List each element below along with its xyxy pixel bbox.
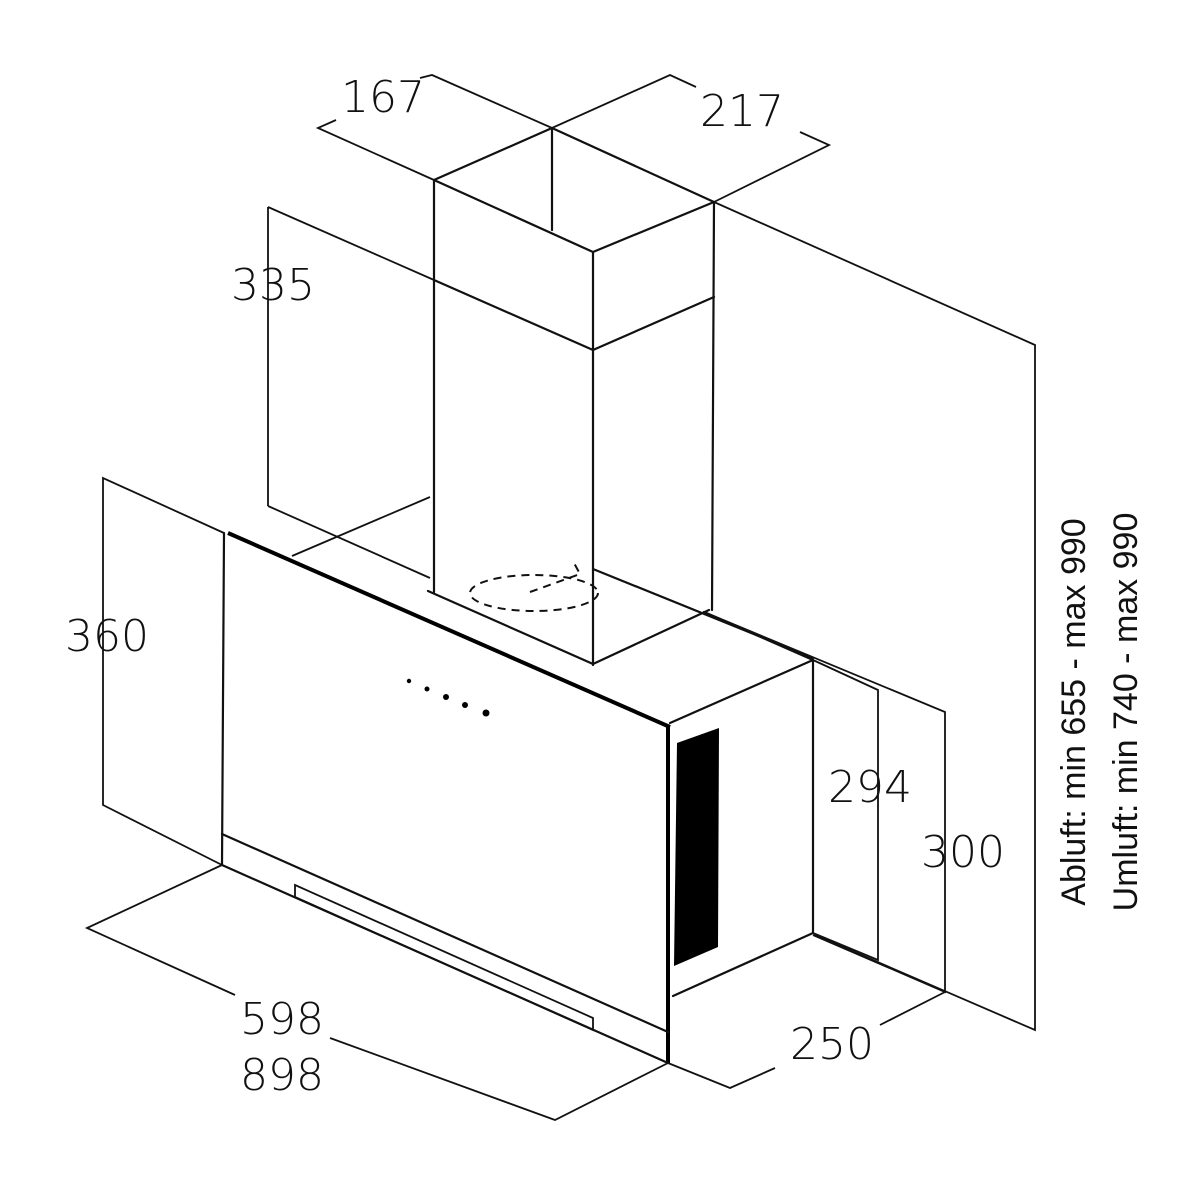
- umluft-height-range: Umluft: min 740 - max 990: [1107, 513, 1145, 912]
- dim-chimney-upper-height: 335: [231, 260, 315, 311]
- chimney-upper: [432, 126, 716, 667]
- abluft-height-range: Abluft: min 655 - max 990: [1055, 518, 1093, 905]
- dim-width-large: 898: [240, 1050, 324, 1101]
- dim-total-body-height: 300: [921, 827, 1005, 878]
- dim-width-small: 598: [240, 994, 324, 1045]
- control-buttons: [406, 678, 490, 717]
- dim-body-depth: 250: [790, 1019, 874, 1070]
- air-outlet-dashed: [469, 562, 599, 612]
- top-dimension-lines: [315, 74, 832, 203]
- side-vent: [674, 728, 719, 966]
- dim-body-height: 294: [828, 762, 912, 813]
- dim-glass-height: 360: [65, 611, 149, 662]
- dim-chimney-depth: 167: [341, 72, 425, 123]
- hood-body: [426, 567, 815, 998]
- handle-slot: [294, 883, 594, 1032]
- dim-chimney-width: 217: [700, 86, 784, 137]
- glass-panel: [220, 531, 671, 1065]
- dimension-lines: [84, 476, 946, 1121]
